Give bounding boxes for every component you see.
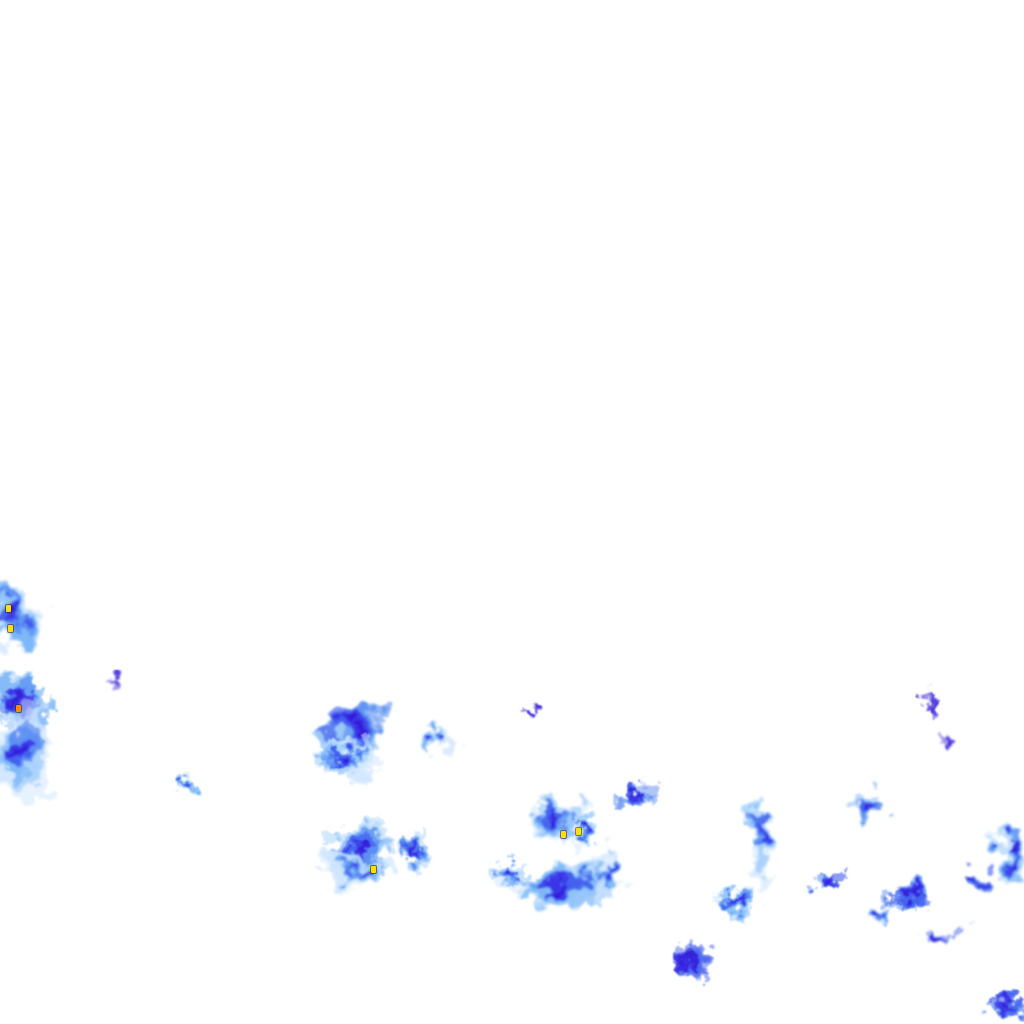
- echo-patch: [435, 734, 439, 738]
- precip-cell: [427, 723, 452, 756]
- echo-patch: [12, 699, 19, 704]
- echo-patch: [879, 912, 882, 916]
- echo-patch: [1002, 1004, 1010, 1008]
- precip-cell: [102, 676, 119, 687]
- echo-patch: [827, 878, 833, 882]
- precip-cell: [522, 705, 539, 716]
- echo-patch: [682, 955, 689, 959]
- precip-cell: [0, 703, 52, 804]
- echo-patch: [1011, 847, 1015, 854]
- precip-cell: [673, 938, 713, 981]
- echo-patch: [680, 961, 692, 966]
- echo-patch: [946, 737, 953, 746]
- precip-cell: [489, 860, 525, 886]
- precip-cell: [878, 879, 934, 907]
- echo-patch: [603, 873, 607, 876]
- echo-patch: [759, 826, 762, 835]
- echo-patch: [15, 693, 24, 701]
- echo-patch: [354, 868, 360, 872]
- echo-patch: [687, 952, 696, 961]
- echo-patch: [732, 897, 736, 901]
- precip-cell: [615, 781, 660, 809]
- echo-patch: [350, 719, 359, 729]
- echo-patch: [186, 780, 189, 784]
- echo-patch: [343, 754, 348, 758]
- precip-cell: [320, 853, 392, 889]
- precip-cell: [393, 831, 431, 870]
- echo-patch: [507, 871, 511, 875]
- echo-patch: [102, 677, 115, 683]
- echo-patch: [356, 844, 365, 852]
- precip-cell: [811, 871, 846, 890]
- echo-patch: [908, 891, 918, 896]
- echo-patch: [867, 809, 872, 813]
- precip-cell: [591, 855, 623, 897]
- echo-patch: [12, 753, 16, 758]
- precip-cell: [0, 582, 38, 648]
- echo-patch: [8, 610, 15, 618]
- echo-patch: [940, 734, 949, 740]
- echo-patch: [929, 696, 938, 713]
- precip-cell: [848, 795, 885, 823]
- echo-patch: [633, 791, 641, 795]
- echo-patch: [2, 700, 16, 711]
- precipitation-echo-layer: [0, 582, 1024, 1017]
- echo-patch: [348, 842, 359, 849]
- echo-patch: [584, 826, 587, 830]
- precip-cell: [940, 734, 953, 747]
- echo-patch: [936, 937, 945, 942]
- precip-cell: [506, 855, 628, 910]
- precip-cell: [917, 929, 960, 949]
- echo-patch: [410, 850, 414, 853]
- precip-cell: [748, 797, 776, 882]
- echo-patch: [970, 877, 976, 881]
- precip-cell: [923, 690, 938, 713]
- precip-cell: [870, 905, 892, 925]
- precip-cell: [179, 769, 199, 794]
- precip-cell: [574, 812, 596, 847]
- precip-cell: [964, 870, 990, 892]
- precip-cell: [991, 826, 1024, 877]
- echo-patch: [943, 740, 948, 745]
- echo-patch: [561, 880, 568, 887]
- echo-patch: [1, 614, 11, 622]
- precip-cell: [315, 734, 379, 783]
- precip-cell: [713, 884, 757, 918]
- echo-patch: [526, 707, 539, 716]
- precip-cell: [986, 996, 1024, 1017]
- echo-patch: [555, 817, 559, 822]
